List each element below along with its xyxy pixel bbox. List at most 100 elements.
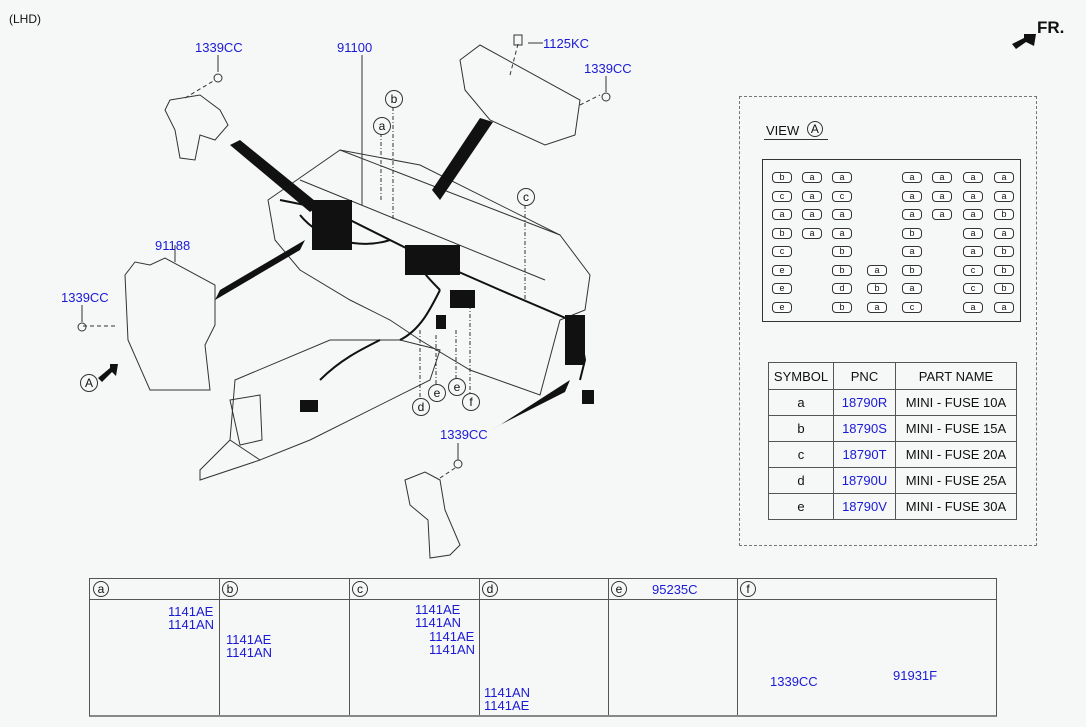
- part-label: 1141AE 1141AN: [429, 630, 475, 656]
- fuse-slot-a: a: [902, 190, 922, 202]
- fuse-slot-e: e: [772, 283, 792, 294]
- part-name-cell: MINI - FUSE 30A: [895, 493, 1017, 520]
- fuse-slot-a: a: [802, 190, 822, 202]
- fuse-slot-a: a: [963, 190, 983, 202]
- detail-panel-a: a 1141AE 1141AN: [90, 579, 220, 715]
- callout-1339cc-lower-bracket: 1339CC: [440, 427, 488, 442]
- fuse-slot-a: a: [994, 227, 1014, 239]
- main-harness-drawing: [77, 34, 611, 559]
- junction-box: [124, 257, 216, 391]
- fuse-slot-d: d: [832, 283, 852, 294]
- left-bracket: [164, 94, 229, 161]
- fuse-slot-a: a: [994, 172, 1014, 183]
- view-a-title-marker: A: [806, 121, 823, 137]
- fuse-slot-a: a: [832, 209, 852, 220]
- fuse-slot-a: a: [994, 190, 1014, 202]
- part-number[interactable]: 1141AE: [484, 698, 530, 713]
- dashboard: [267, 149, 591, 396]
- fuse-slot-a: a: [932, 209, 952, 220]
- view-title-text: VIEW: [766, 123, 800, 138]
- fuse-slot-a: a: [902, 209, 922, 220]
- fuse-table: SYMBOL PNC PART NAME a 18790R MINI - FUS…: [768, 362, 1017, 520]
- part-number[interactable]: 1141AE: [429, 629, 475, 644]
- fuse-slot-b: b: [832, 301, 852, 313]
- panel-marker: a: [93, 581, 109, 597]
- table-row: b 18790S MINI - FUSE 15A: [768, 415, 1017, 442]
- panel-marker: e: [611, 581, 627, 597]
- detail-panel-d: d 1141AN 1141AE: [479, 579, 609, 715]
- part-number[interactable]: 1141AN: [415, 615, 462, 630]
- part-number[interactable]: 95235C: [652, 582, 698, 597]
- part-number[interactable]: 91931F: [893, 668, 938, 683]
- part-name-cell: MINI - FUSE 20A: [895, 441, 1017, 468]
- view-a-panel: [739, 96, 1037, 546]
- detail-panel-f: f 1339CC 91931F: [737, 579, 996, 715]
- top-bracket: [459, 44, 581, 146]
- front-indicator: FR.: [1037, 18, 1065, 37]
- panel-header: e 95235C: [608, 579, 737, 600]
- fuse-table-header: SYMBOL PNC PART NAME: [768, 362, 1017, 390]
- fuse-slot-a: a: [963, 301, 983, 313]
- fuse-slot-e: e: [772, 264, 792, 276]
- detail-panels: a 1141AE 1141AN b 1141AE 1141AN c 1141AE…: [89, 578, 997, 717]
- symbol-cell: b: [768, 415, 834, 442]
- fuse-slot-c: c: [963, 264, 983, 276]
- part-number[interactable]: 1141AN: [484, 685, 531, 700]
- fuse-slot-b: b: [832, 246, 852, 257]
- part-label: 1141AE 1141AN: [168, 605, 214, 631]
- table-row: a 18790R MINI - FUSE 10A: [768, 389, 1017, 416]
- panel-header: d: [479, 579, 608, 600]
- fuse-slot-a: a: [802, 209, 822, 220]
- fuse-slot-c: c: [902, 301, 922, 313]
- pnc-cell[interactable]: 18790T: [833, 441, 896, 468]
- part-number[interactable]: 1141AN: [168, 617, 215, 632]
- fuse-slot-c: c: [963, 283, 983, 294]
- detail-panel-b: b 1141AE 1141AN: [219, 579, 350, 715]
- fuse-slot-c: c: [772, 246, 792, 257]
- part-number[interactable]: 1141AE: [226, 632, 272, 647]
- fuse-slot-c: c: [832, 190, 852, 202]
- view-a-title: VIEW A: [766, 121, 823, 139]
- header-symbol: SYMBOL: [768, 362, 834, 390]
- fuse-slot-a: a: [867, 301, 887, 313]
- fuse-slot-a: a: [832, 227, 852, 239]
- fuse-slot-a: a: [963, 172, 983, 183]
- fuse-slot-a: a: [932, 172, 952, 183]
- pnc-cell[interactable]: 18790S: [833, 415, 896, 442]
- part-name-cell: MINI - FUSE 15A: [895, 415, 1017, 442]
- panel-header: f: [737, 579, 996, 600]
- fuse-slot-a: a: [867, 264, 887, 276]
- pnc-cell[interactable]: 18790U: [833, 467, 896, 494]
- panel-marker: f: [740, 581, 756, 597]
- callout-1125kc-bolt: 1125KC: [543, 36, 590, 51]
- symbol-cell: c: [768, 441, 834, 468]
- part-name-cell: MINI - FUSE 10A: [895, 389, 1017, 416]
- part-number[interactable]: 1141AN: [429, 642, 476, 657]
- part-number[interactable]: 1141AE: [415, 602, 461, 617]
- symbol-cell: e: [768, 493, 834, 520]
- fuse-slot-a: a: [802, 227, 822, 239]
- fuse-slot-a: a: [963, 227, 983, 239]
- fuse-slot-b: b: [994, 283, 1014, 294]
- symbol-cell: d: [768, 467, 834, 494]
- panel-marker: c: [352, 581, 368, 597]
- fuse-slot-c: c: [772, 190, 792, 202]
- panel-header: c: [349, 579, 479, 600]
- panel-marker: d: [482, 581, 498, 597]
- table-row: d 18790U MINI - FUSE 25A: [768, 467, 1017, 494]
- part-number[interactable]: 1339CC: [770, 674, 818, 689]
- callout-91188-junction-box: 91188: [155, 238, 191, 253]
- pnc-cell[interactable]: 18790V: [833, 493, 896, 520]
- fuse-slot-b: b: [994, 209, 1014, 220]
- pnc-cell[interactable]: 18790R: [833, 389, 896, 416]
- part-number[interactable]: 1141AE: [168, 604, 214, 619]
- detail-panel-c: c 1141AE 1141AN 1141AE 1141AN: [349, 579, 480, 715]
- header-part-name: PART NAME: [895, 362, 1017, 390]
- fuse-slot-b: b: [772, 172, 792, 183]
- panel-header: b: [219, 579, 349, 600]
- callout-1339cc-junction-box: 1339CC: [61, 290, 109, 305]
- callout-1339cc-left-bracket: 1339CC: [195, 40, 243, 55]
- callout-91100-main-harness: 91100: [337, 40, 373, 55]
- part-number[interactable]: 1141AN: [226, 645, 273, 660]
- fuse-slot-a: a: [772, 209, 792, 220]
